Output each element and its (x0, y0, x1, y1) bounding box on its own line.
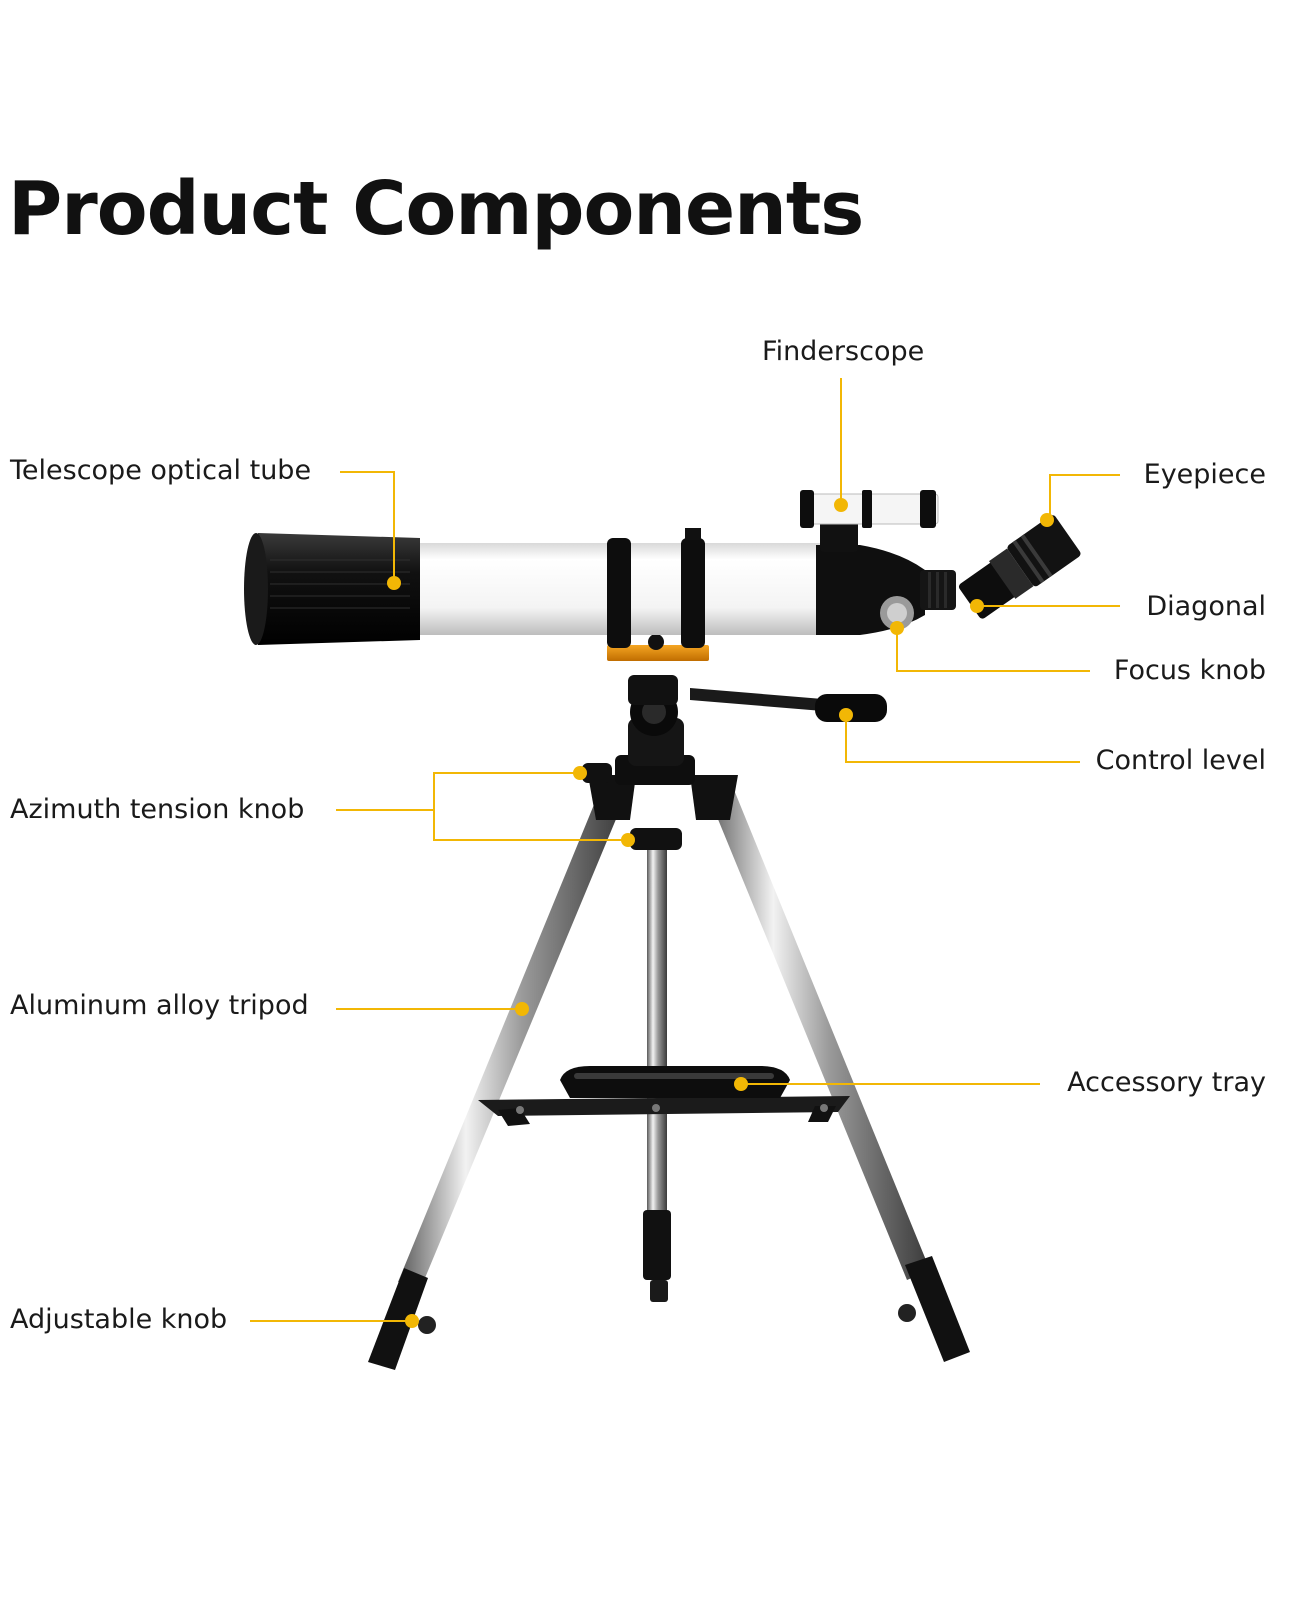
dovetail-plate (607, 645, 709, 661)
label-azimuth-tension-knob: Azimuth tension knob (10, 794, 305, 825)
dot-diagonal (970, 599, 984, 613)
label-eyepiece: Eyepiece (1143, 459, 1266, 490)
accessory-tray-spreader (478, 1096, 850, 1116)
optical-tube (244, 490, 1081, 648)
callout-line-optical-tube (340, 471, 395, 583)
center-leg-foot (643, 1210, 671, 1280)
dot-adjustable-knob (405, 1314, 419, 1328)
label-telescope-optical-tube: Telescope optical tube (10, 455, 312, 486)
accessory-tray (560, 1066, 790, 1098)
right-adjust-knob (898, 1304, 916, 1322)
dot-azimuth-lower (621, 833, 635, 847)
callout-dots (387, 498, 1054, 1328)
dot-tripod (515, 1002, 529, 1016)
azimuth-tension-knob (582, 763, 612, 783)
page-title: Product Components (8, 166, 864, 252)
label-diagonal: Diagonal (1146, 591, 1266, 622)
center-leg (647, 840, 667, 1220)
callout-lines (250, 378, 1120, 1322)
dot-focus-knob (890, 621, 904, 635)
left-adjust-knob (418, 1316, 436, 1334)
dot-optical-tube (387, 576, 401, 590)
control-handle-grip (815, 694, 887, 722)
dot-control-level (839, 708, 853, 722)
right-leg (706, 780, 930, 1280)
control-handle-rod (690, 688, 835, 712)
right-leg-foot (905, 1256, 970, 1362)
dot-accessory-tray (734, 1077, 748, 1091)
callout-line-focus-knob (896, 628, 1090, 672)
label-adjustable-knob: Adjustable knob (10, 1304, 228, 1335)
dot-azimuth-upper (573, 766, 587, 780)
dew-shield (252, 533, 420, 645)
label-accessory-tray: Accessory tray (1067, 1067, 1266, 1098)
label-aluminum-alloy-tripod: Aluminum alloy tripod (10, 990, 309, 1021)
label-focus-knob: Focus knob (1113, 655, 1266, 686)
dot-finderscope (834, 498, 848, 512)
tube-ring-front (607, 538, 631, 648)
alt-az-mount (582, 634, 887, 785)
finderscope-body (807, 493, 939, 525)
left-leg (398, 790, 624, 1290)
dot-eyepiece (1040, 513, 1054, 527)
eyepiece (1007, 515, 1081, 587)
tube-ring-rear (681, 538, 705, 648)
label-finderscope: Finderscope (762, 336, 925, 367)
callout-line-control-level (845, 715, 1080, 763)
callout-line-eyepiece (1049, 474, 1120, 520)
callout-line-azimuth-bracket (433, 772, 628, 841)
left-leg-foot (368, 1268, 428, 1370)
tripod (368, 775, 970, 1370)
label-control-level: Control level (1095, 745, 1266, 776)
